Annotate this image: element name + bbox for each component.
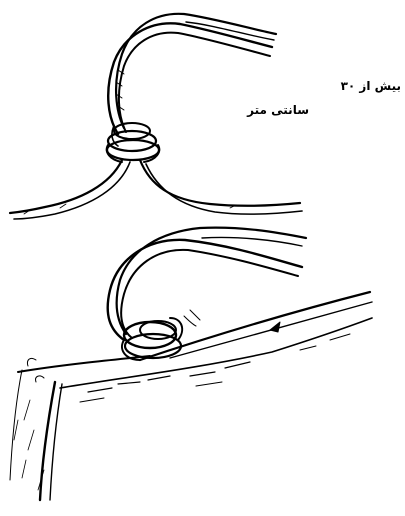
caption-line-2: سانتی متر: [247, 104, 309, 116]
caption-line-1: بیش از ۳۰: [341, 80, 401, 92]
knot-on-edge-figure: [10, 228, 372, 500]
